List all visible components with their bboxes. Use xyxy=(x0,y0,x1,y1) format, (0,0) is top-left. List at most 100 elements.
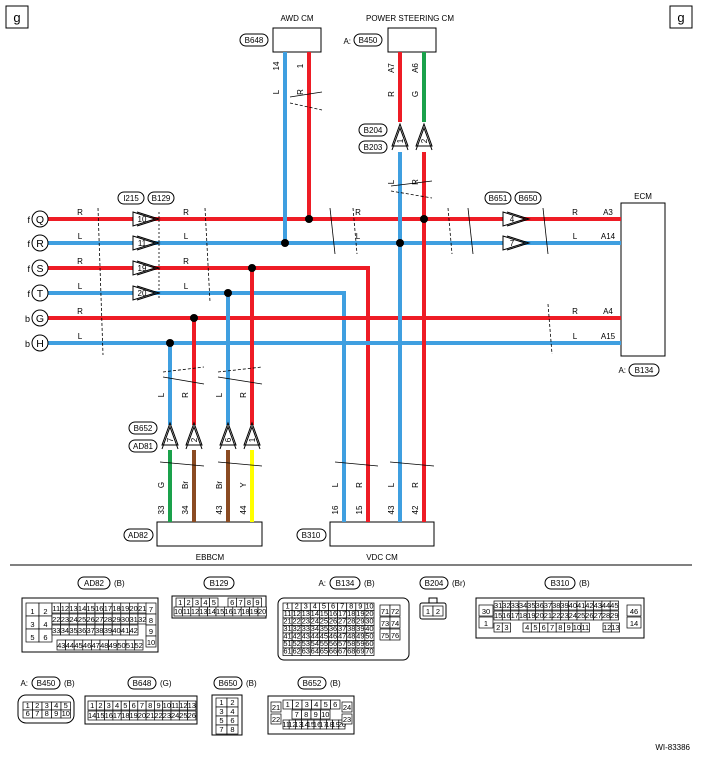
bus-color-mid: L xyxy=(356,232,361,241)
b204-ref: B204 xyxy=(364,126,383,135)
pin-number: 7 xyxy=(239,598,243,607)
pin-number: 17 xyxy=(233,607,241,616)
pin-number: 14 xyxy=(311,609,319,618)
pin-number: 14 xyxy=(301,720,309,729)
b650-ref: B650 xyxy=(519,194,538,203)
corner-label-right: g xyxy=(677,10,684,25)
pin-number: 24 xyxy=(569,611,577,620)
bus-color-left: L xyxy=(78,282,83,291)
pin-number: 15 xyxy=(87,604,95,613)
pin-cell xyxy=(270,713,282,725)
b203-ref: B203 xyxy=(364,143,383,152)
ebbcm-color-upper: L xyxy=(215,392,224,397)
pin-number: 10 xyxy=(163,701,171,710)
pin-number: 1 xyxy=(219,698,223,707)
bus-letter: T xyxy=(37,288,44,300)
connector-view-type: (Br) xyxy=(452,579,466,588)
pin-number: 16 xyxy=(95,604,103,613)
pin-number: 6 xyxy=(132,701,136,710)
pin-number: 42 xyxy=(130,626,138,635)
pin-number: 1 xyxy=(285,602,289,611)
pin-number: 59 xyxy=(356,639,364,648)
pin-number: 68 xyxy=(347,647,355,656)
vdc-cm: VDC CM B310 xyxy=(296,521,435,562)
pin-number: 35 xyxy=(320,624,328,633)
pin-number: 22 xyxy=(552,611,560,620)
connector-view-title: B129 xyxy=(210,579,229,588)
pin-number: 2 xyxy=(295,602,299,611)
pin-number: 14 xyxy=(78,604,86,613)
pin-cell xyxy=(580,622,590,633)
pin-number: 46 xyxy=(83,641,91,650)
pin-number: 71 xyxy=(381,607,389,616)
pin-number: 12 xyxy=(288,720,296,729)
pin-number: 23 xyxy=(302,617,310,626)
pin-number: 3 xyxy=(107,701,111,710)
b648-ref-bubble xyxy=(239,33,269,47)
vdc-pin: 42 xyxy=(411,505,420,514)
connector-view-type: (G) xyxy=(160,679,172,688)
ebbcm: EBBCM AD82 xyxy=(123,521,263,562)
bus-prefix: f xyxy=(27,239,30,249)
pin-cell xyxy=(134,639,144,651)
pin-number: 52 xyxy=(292,639,300,648)
bus-letter: R xyxy=(36,238,44,250)
vdc-cm-label: VDC CM xyxy=(366,553,398,562)
pin-number: 7 xyxy=(219,725,223,734)
pin-number: 9 xyxy=(149,627,153,636)
pin-number: 27 xyxy=(338,617,346,626)
pin-number: 29 xyxy=(112,615,120,624)
vdc-pin: 43 xyxy=(387,505,396,514)
pin-number: 13 xyxy=(69,604,77,613)
pin-number: 5 xyxy=(30,633,34,642)
pin-number: 6 xyxy=(43,633,47,642)
pin-number: 2 xyxy=(35,701,39,710)
pin-number: 2 xyxy=(496,623,500,632)
pin-number: 5 xyxy=(64,701,68,710)
ebbcm-color: Y xyxy=(239,482,248,488)
ecm-label: ECM xyxy=(634,192,652,201)
b129-terminal xyxy=(132,285,157,301)
pin-number: 47 xyxy=(338,632,346,641)
pin-number: 7 xyxy=(550,623,554,632)
pin-number: 7 xyxy=(340,602,344,611)
pin-number: 2 xyxy=(187,598,191,607)
bus-letter: S xyxy=(36,263,43,275)
ad81-ref-bubble xyxy=(128,439,158,453)
pin-number: 16 xyxy=(224,607,232,616)
pin-number: 22 xyxy=(154,711,162,720)
pin-number: 5 xyxy=(219,716,223,725)
awd-cm-label: AWD CM xyxy=(280,14,313,23)
b203-terminal-outline xyxy=(415,126,433,151)
connector-view-bubble xyxy=(77,576,111,590)
b134-prefix: A: xyxy=(618,366,626,375)
b203-ref-bubble xyxy=(358,140,388,154)
pin-number: 9 xyxy=(358,602,362,611)
pin-number: 4 xyxy=(203,598,207,607)
bus-color-mid: L xyxy=(184,232,189,241)
ebbcm-color-upper: R xyxy=(239,392,248,398)
pin-number: 2 xyxy=(436,607,440,616)
ecm: ECM A: B134 xyxy=(618,192,666,377)
pin-number: 73 xyxy=(381,619,389,628)
pin-cell xyxy=(226,724,239,735)
break-marks xyxy=(97,91,553,467)
pin-number: 60 xyxy=(365,639,373,648)
pin-number: 1 xyxy=(484,619,488,628)
pin-number: 18 xyxy=(241,607,249,616)
vdc-pin: 16 xyxy=(331,505,340,514)
pin-number: 27 xyxy=(95,615,103,624)
pin-number: 75 xyxy=(381,631,389,640)
pin-number: 8 xyxy=(45,709,49,718)
awd-color: L xyxy=(272,89,281,94)
pin-number: 8 xyxy=(304,710,308,719)
vdc-color: R xyxy=(355,482,364,488)
b650-terminal-outline xyxy=(506,211,531,227)
connector-view-title: B450 xyxy=(37,679,56,688)
pin-number: 26 xyxy=(188,711,196,720)
ad82-ref: AD82 xyxy=(128,531,149,540)
